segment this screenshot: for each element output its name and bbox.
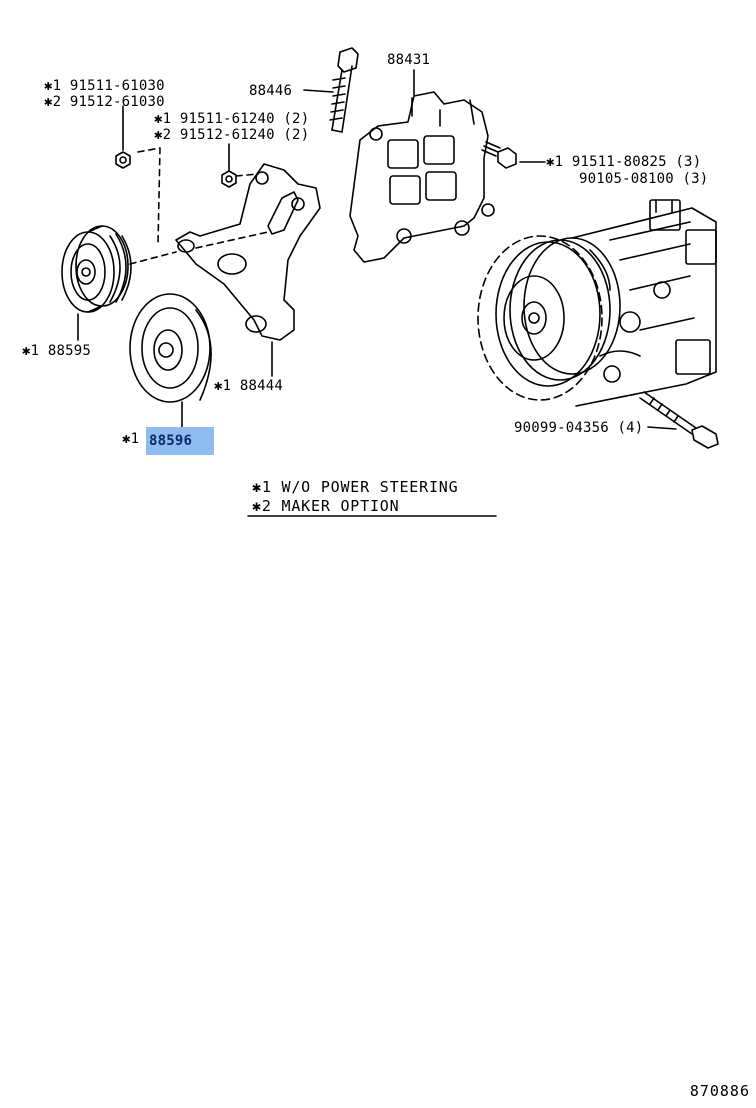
- bracket-88444-drawing[interactable]: [175, 163, 321, 341]
- note-maker-option: ✱2 MAKER OPTION: [252, 497, 400, 515]
- label-91512-61240[interactable]: ✱2 91512-61240 (2): [154, 127, 310, 143]
- bolt-91511-80825-drawing[interactable]: [481, 141, 517, 169]
- bracket-88431-drawing[interactable]: [349, 91, 495, 263]
- nut-91511-61240-drawing[interactable]: [221, 170, 237, 188]
- note-without-power-steering: ✱1 W/O POWER STEERING: [252, 478, 459, 496]
- compressor-drawing[interactable]: [477, 199, 717, 407]
- label-91511-61240[interactable]: ✱1 91511-61240 (2): [154, 111, 310, 127]
- idler-88596-drawing[interactable]: [129, 293, 212, 403]
- label-88431[interactable]: 88431: [387, 52, 431, 68]
- bolt-88446-drawing[interactable]: [329, 47, 359, 133]
- nut-91511-61030-drawing[interactable]: [115, 151, 131, 169]
- label-88444[interactable]: ✱1 88444: [214, 378, 284, 394]
- figure-number: 870886: [689, 1082, 750, 1100]
- label-91512-61030[interactable]: ✱2 91512-61030: [44, 94, 165, 110]
- bolt-90099-04356-drawing[interactable]: [639, 391, 719, 449]
- label-91511-80825[interactable]: ✱1 91511-80825 (3): [546, 154, 702, 170]
- label-90105-08100[interactable]: 90105-08100 (3): [579, 171, 709, 187]
- label-88446[interactable]: 88446: [249, 83, 293, 99]
- label-91511-61030[interactable]: ✱1 91511-61030: [44, 78, 165, 94]
- label-88595[interactable]: ✱1 88595: [22, 343, 92, 359]
- label-90099-04356[interactable]: 90099-04356 (4): [514, 420, 644, 436]
- label-88596-prefix: ✱1: [122, 431, 140, 447]
- pulley-88595-drawing[interactable]: [61, 225, 132, 313]
- label-88596-highlighted[interactable]: 88596: [146, 427, 214, 455]
